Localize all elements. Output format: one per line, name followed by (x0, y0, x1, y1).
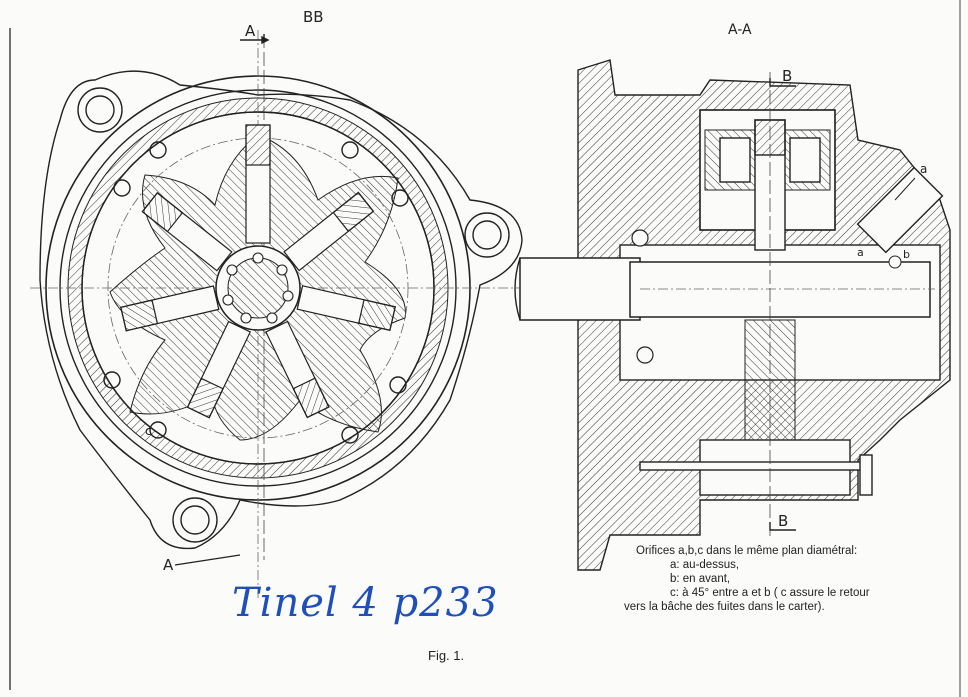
cut-label-a-bottom: A (163, 556, 174, 574)
annotation-line-c: c: à 45° entre a et b ( c assure le reto… (670, 587, 870, 599)
cut-label-a-top: A (245, 22, 256, 40)
lug-hole-right (472, 220, 502, 250)
cut-label-b-bottom: B (778, 512, 789, 530)
orifice-label-b: b (903, 248, 910, 261)
pistons (120, 124, 396, 419)
orifice-label-a: a (920, 162, 928, 176)
section-label-aa: A-A (728, 22, 752, 38)
output-shaft (519, 257, 641, 321)
section-label-bb: BB (303, 8, 324, 26)
annotation-title: Orifices a,b,c dans le même plan diamétr… (636, 545, 858, 557)
lug-hole-bottom (180, 505, 210, 535)
bolt-holes (103, 141, 409, 444)
handwritten-reference: Tinel 4 p233 (232, 580, 499, 626)
section-bb-view (30, 30, 523, 600)
annotation-line-a: a: au-dessus, (670, 559, 740, 571)
lug-hole-top (85, 95, 115, 125)
outer-flange (39, 70, 523, 550)
page-border (9, 0, 961, 697)
annotation-line-b: b: en avant, (670, 573, 731, 585)
orifice-label-c: c (145, 424, 152, 438)
annotation-line-d: vers la bâche des fuites dans le carter)… (624, 601, 825, 613)
orifice-label-a-bore: a (857, 246, 864, 259)
cut-label-b-top: B (782, 67, 793, 85)
figure-caption: Fig. 1. (428, 648, 465, 663)
orifice-annotation: Orifices a,b,c dans le même plan diamétr… (624, 544, 870, 614)
section-aa-view (514, 59, 951, 571)
